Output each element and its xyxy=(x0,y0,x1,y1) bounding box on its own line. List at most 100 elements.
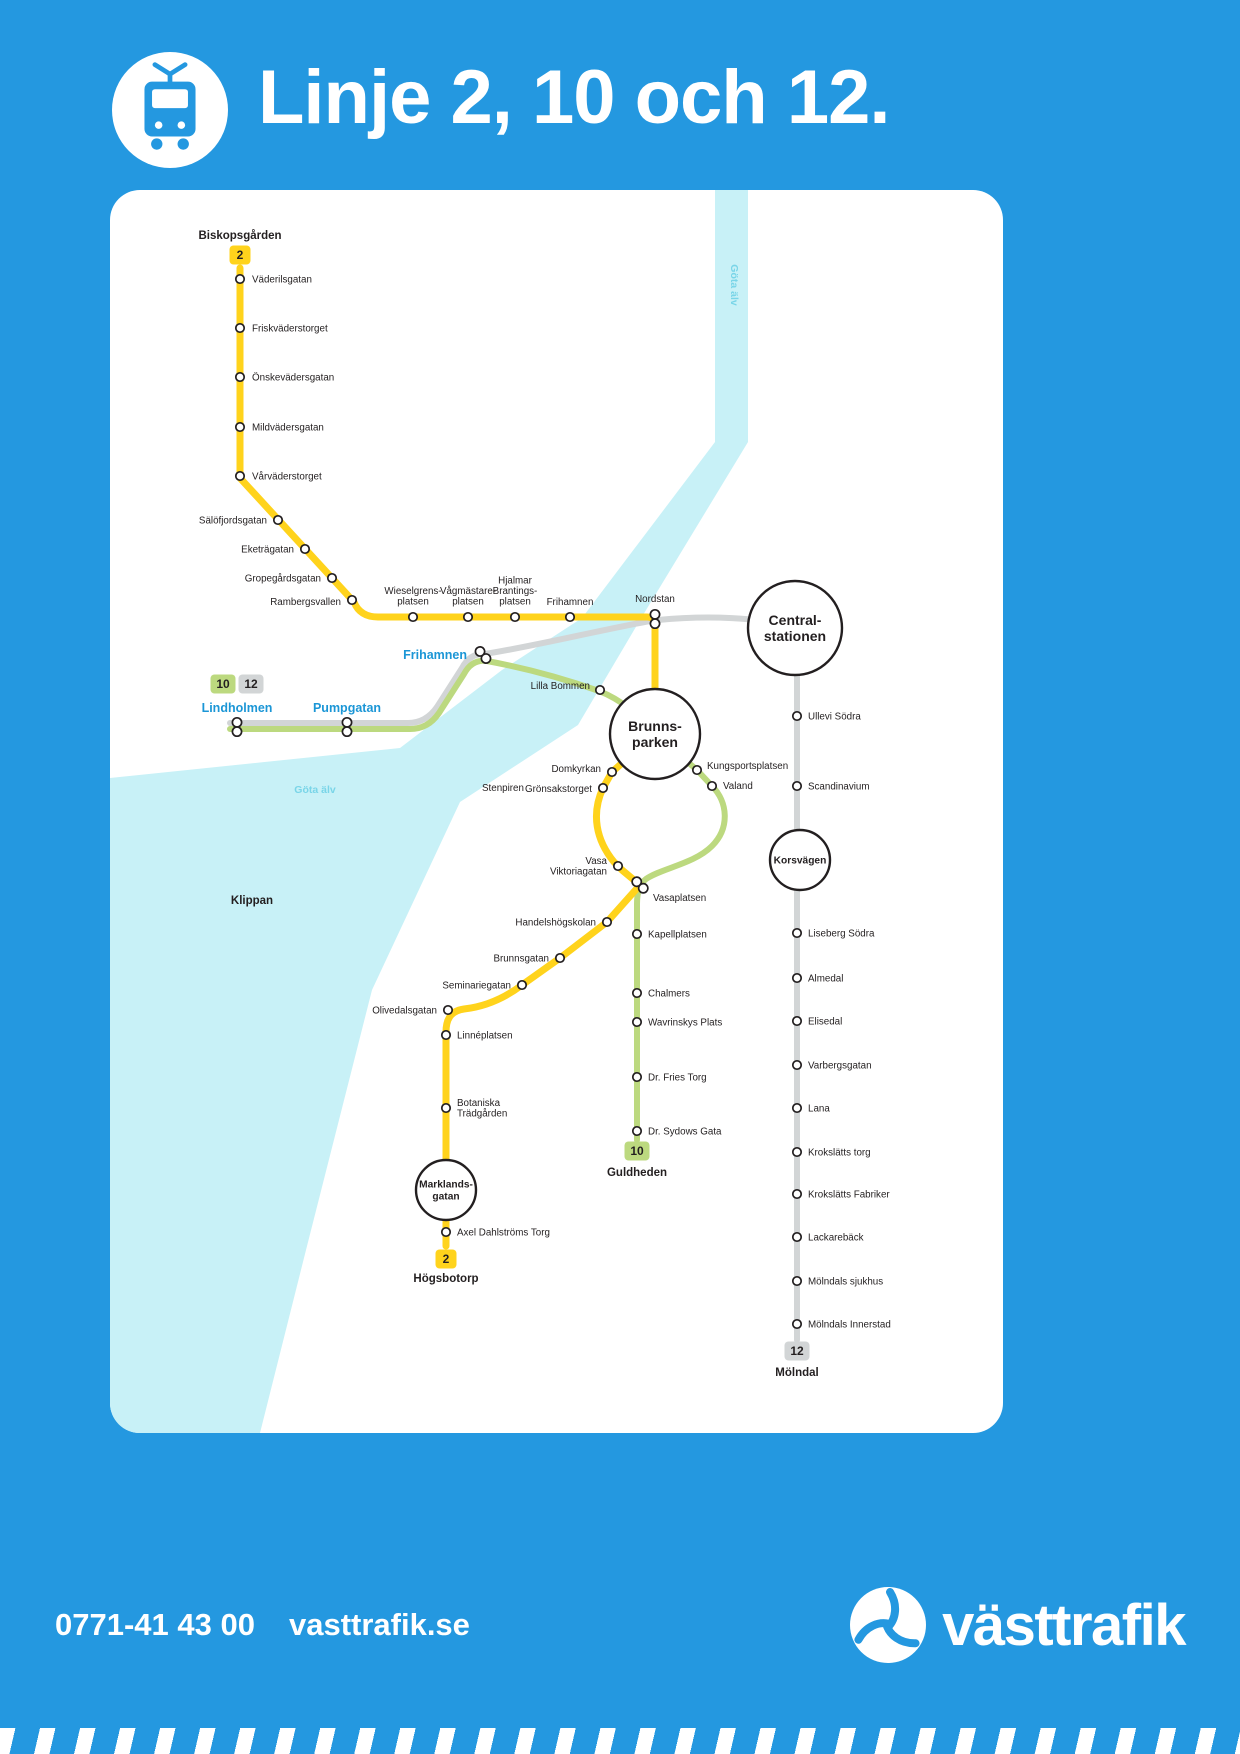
stop-label: platsen xyxy=(452,597,484,608)
stop-dot xyxy=(601,916,613,928)
stop-label: Väderilsgatan xyxy=(252,275,312,286)
hub-label: Central- xyxy=(769,612,822,628)
hub-centralstationen xyxy=(746,579,844,677)
hub-label: gatan xyxy=(432,1191,459,1202)
stop-dot xyxy=(631,987,643,999)
stop-dot xyxy=(234,322,246,334)
stop-label: Mölndals Innerstad xyxy=(808,1320,891,1331)
stop-dot xyxy=(442,1004,454,1016)
stop-dot xyxy=(440,1102,452,1114)
stop-dot xyxy=(612,860,624,872)
stop-dot xyxy=(234,470,246,482)
hub-korsvagen xyxy=(768,828,832,892)
hub-label: Korsvägen xyxy=(774,856,827,867)
map-label: Lindholmen xyxy=(202,701,273,715)
stop-dot xyxy=(791,1275,803,1287)
stop-label: Linnéplatsen xyxy=(457,1031,513,1042)
stop-label: platsen xyxy=(499,597,531,608)
interchange-vasaplatsen xyxy=(631,876,649,894)
stop-label: Liseberg Södra xyxy=(808,929,875,940)
hub-label: stationen xyxy=(764,628,826,644)
stop-label: Sälöfjordsgatan xyxy=(199,516,267,527)
river-gota-alv xyxy=(110,190,748,1433)
map-label: Pumpgatan xyxy=(313,701,381,715)
footer: 0771-41 43 00 vasttrafik.se västtrafik xyxy=(0,1560,1240,1690)
website-link[interactable]: vasttrafik.se xyxy=(288,1607,470,1642)
stop-label: platsen xyxy=(397,597,429,608)
stop-dot xyxy=(554,952,566,964)
stop-label: Olivedalsgatan xyxy=(372,1006,437,1017)
stop-label: Trädgården xyxy=(457,1109,507,1120)
hub-marklandsgatan xyxy=(414,1158,478,1222)
stop-label: Chalmers xyxy=(648,989,690,1000)
stop-label: Wavrinskys Plats xyxy=(648,1018,722,1029)
stop-label: Valand xyxy=(723,781,753,792)
map-label: Nordstan xyxy=(635,594,675,605)
stop-label: Botaniska xyxy=(457,1098,501,1109)
stop-dot xyxy=(234,421,246,433)
map-label: Stenpiren xyxy=(482,783,524,794)
bottom-stripes-decoration xyxy=(0,1728,1240,1754)
stop-label: Lana xyxy=(808,1104,830,1115)
stop-label: Domkyrkan xyxy=(551,764,601,775)
map-label: Guldheden xyxy=(607,1167,667,1179)
interchange-pumpgatan xyxy=(341,716,353,738)
stop-dot xyxy=(791,972,803,984)
line-badge-12 xyxy=(238,674,264,694)
line-badge-text: 2 xyxy=(443,1252,450,1266)
stop-label: Rambergsvallen xyxy=(270,597,341,608)
map-label: Vasaplatsen xyxy=(653,893,706,904)
stop-label: Mildvädersgatan xyxy=(252,423,324,434)
stop-dot xyxy=(631,1071,643,1083)
stop-label: Brantings- xyxy=(493,586,538,597)
stop-dot xyxy=(234,371,246,383)
stop-dot xyxy=(407,611,419,623)
stop-label: Axel Dahlströms Torg xyxy=(457,1228,550,1239)
stop-label: Elisedal xyxy=(808,1017,842,1028)
stop-label: Dr. Sydows Gata xyxy=(648,1127,722,1138)
stop-dot xyxy=(791,1188,803,1200)
stop-dot xyxy=(606,766,618,778)
stop-dot xyxy=(509,611,521,623)
stop-dot xyxy=(791,1231,803,1243)
stop-label: Mölndals sjukhus xyxy=(808,1277,883,1288)
stop-label: Handelshögskolan xyxy=(515,918,596,929)
stop-label: Grönsakstorget xyxy=(525,784,592,795)
hub-label: Brunns- xyxy=(628,718,682,734)
page-title: Linje 2, 10 och 12. xyxy=(258,55,890,140)
stop-dot xyxy=(791,927,803,939)
line-badge-text: 12 xyxy=(244,677,258,691)
stop-dot xyxy=(594,684,606,696)
river-label: Göta älv xyxy=(294,784,336,796)
line-2-path xyxy=(236,264,659,1250)
stop-dot xyxy=(791,1146,803,1158)
river-label: Göta älv xyxy=(728,264,740,306)
stop-dot xyxy=(234,273,246,285)
stop-label: Kapellplatsen xyxy=(648,930,707,941)
stop-label: Lilla Bommen xyxy=(531,681,590,692)
map-label: Högsbotorp xyxy=(413,1273,478,1285)
stop-dot xyxy=(272,514,284,526)
hub-label: Marklands- xyxy=(419,1180,473,1191)
tram-icon xyxy=(112,52,228,168)
stop-label: Vågmästare- xyxy=(440,586,496,597)
stop-label: Vårväderstorget xyxy=(252,472,322,483)
stop-label: Scandinavium xyxy=(808,782,870,793)
contact-info: 0771-41 43 00 vasttrafik.se xyxy=(55,1607,470,1643)
stop-dot xyxy=(691,764,703,776)
hub-label: parken xyxy=(632,734,678,750)
stop-dot xyxy=(791,1102,803,1114)
stop-dot xyxy=(791,780,803,792)
interchange-lindholmen xyxy=(231,716,243,738)
stop-label: Wieselgrens- xyxy=(384,586,441,597)
stop-label: Ullevi Södra xyxy=(808,712,861,723)
vasttrafik-wordmark: västtrafik xyxy=(942,1592,1186,1658)
stop-dot xyxy=(440,1029,452,1041)
line-badge-text: 2 xyxy=(237,248,244,262)
line-badge-12 xyxy=(784,1341,810,1361)
stop-dot xyxy=(791,1059,803,1071)
stop-label: Vasa xyxy=(585,856,607,867)
